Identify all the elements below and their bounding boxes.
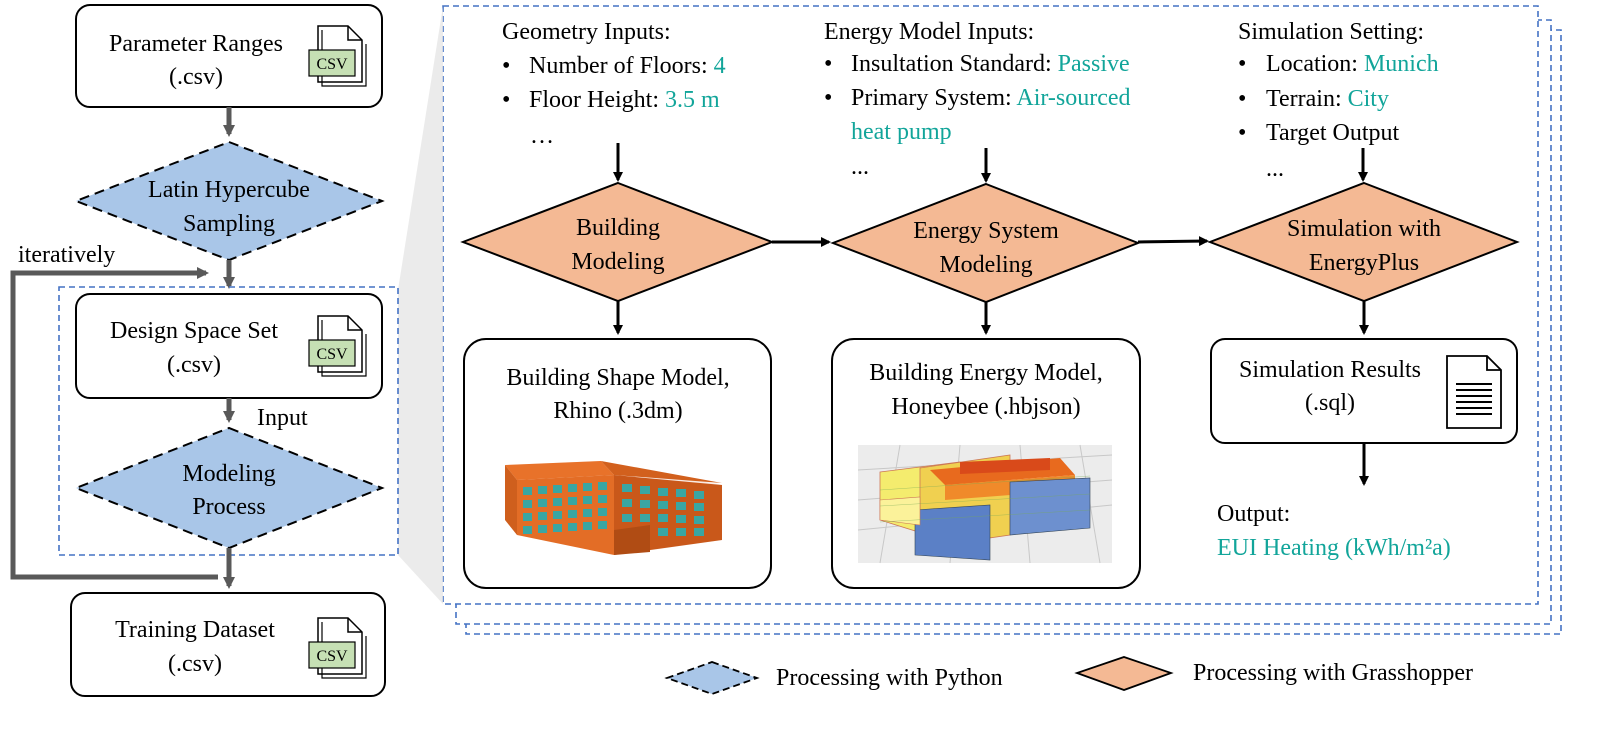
bullet: •: [502, 87, 510, 113]
training-dataset-box: [70, 592, 386, 697]
legend-grasshopper-label: Processing with Grasshopper: [1193, 660, 1473, 686]
training-dataset-title: Training Dataset: [115, 617, 275, 643]
csv-file-icon: CSV: [308, 25, 367, 87]
building-energy-model-sub: Honeybee (.hbjson): [891, 394, 1080, 420]
design-space-set-ext: (.csv): [167, 352, 221, 378]
energy-input-item: Insultation Standard: Passive: [851, 51, 1130, 77]
energy-system-modeling-title: Energy System: [913, 218, 1059, 244]
csv-file-icon: CSV: [308, 617, 367, 679]
csv-icon-label: CSV: [316, 648, 348, 665]
simulation-setting-item: Target Output: [1266, 120, 1400, 146]
energy-input-item: Primary System: Air-sourced: [851, 85, 1131, 111]
final-output-value: EUI Heating (kWh/m²a): [1217, 535, 1451, 561]
left-flow: Parameter Ranges (.csv) CSV Latin Hyperc…: [10, 4, 399, 697]
building-modeling-title: Building: [576, 215, 660, 241]
rhino-building-render: [505, 461, 722, 555]
input-label: Input: [257, 405, 308, 431]
geometry-input-item: Number of Floors: 4: [529, 53, 726, 79]
simulation-setting-title: Simulation Setting:: [1238, 19, 1424, 45]
building-modeling-sub: Modeling: [571, 249, 664, 275]
legend-grasshopper-swatch: [1074, 656, 1174, 691]
training-dataset-ext: (.csv): [168, 651, 222, 677]
bullet: •: [1238, 51, 1246, 77]
legend-python-label: Processing with Python: [776, 665, 1003, 691]
document-icon: [1446, 355, 1502, 429]
geometry-inputs: Geometry Inputs: • Number of Floors: 4 •…: [502, 19, 726, 149]
simulation-results-ext: (.sql): [1305, 390, 1355, 416]
simulation-setting-item: Location: Munich: [1266, 51, 1439, 77]
simulation-results-title: Simulation Results: [1239, 357, 1421, 383]
modeling-process-sub: Process: [192, 494, 265, 520]
bullet: •: [1238, 86, 1246, 112]
parameter-ranges-title: Parameter Ranges: [109, 31, 283, 57]
geometry-input-item: Floor Height: 3.5 m: [529, 87, 720, 113]
modeling-process-diamond: [73, 426, 385, 550]
building-energy-model-title: Building Energy Model,: [869, 360, 1103, 386]
arrow-energy-to-simulation: [1137, 236, 1209, 247]
energy-inputs-title: Energy Model Inputs:: [824, 19, 1034, 45]
simulation-energyplus-title: Simulation with: [1287, 216, 1441, 242]
building-shape-model-sub: Rhino (.3dm): [553, 398, 682, 424]
latin-hypercube-title: Latin Hypercube: [148, 177, 310, 203]
zoom-connector: [398, 6, 443, 604]
geometry-inputs-title: Geometry Inputs:: [502, 19, 671, 45]
simulation-energyplus-sub: EnergyPlus: [1309, 250, 1419, 276]
modeling-process-title: Modeling: [182, 461, 275, 487]
building-shape-model-title: Building Shape Model,: [506, 365, 729, 391]
energy-inputs-more: ...: [851, 154, 869, 180]
legend: Processing with Python Processing with G…: [664, 656, 1473, 695]
python-region: [58, 286, 399, 556]
parameter-ranges-ext: (.csv): [169, 64, 223, 90]
simulation-setting-more: ...: [1266, 156, 1284, 182]
simulation-setting-item: Terrain: City: [1266, 86, 1389, 112]
final-output-label: Output:: [1217, 501, 1290, 527]
iterative-loop-arrow: [10, 267, 218, 580]
energy-input-item-cont: heat pump: [851, 119, 952, 145]
iteratively-label: iteratively: [18, 242, 115, 268]
legend-python-swatch: [664, 661, 760, 695]
honeybee-model-render: [857, 444, 1113, 564]
bullet: •: [502, 53, 510, 79]
bullet: •: [824, 85, 832, 111]
csv-icon-label: CSV: [316, 346, 348, 363]
geometry-inputs-more: …: [530, 123, 554, 149]
bullet: •: [1238, 120, 1246, 146]
simulation-setting: Simulation Setting: • Location: Munich •…: [1238, 19, 1439, 182]
csv-file-icon: CSV: [308, 315, 367, 377]
design-space-set-title: Design Space Set: [110, 318, 278, 344]
latin-hypercube-sub: Sampling: [183, 211, 275, 237]
energy-system-modeling-sub: Modeling: [939, 252, 1032, 278]
csv-icon-label: CSV: [316, 56, 348, 73]
energy-model-inputs: Energy Model Inputs: • Insultation Stand…: [824, 19, 1131, 180]
bullet: •: [824, 51, 832, 77]
